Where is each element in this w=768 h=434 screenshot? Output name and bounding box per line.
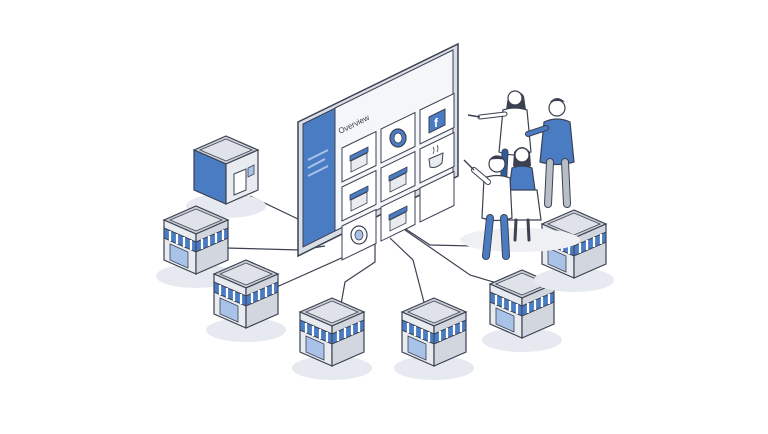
facebook-icon: f <box>419 92 455 145</box>
store-awning-icon <box>204 258 288 344</box>
dashboard-monitor: Overview f <box>297 42 459 261</box>
shop-icon <box>341 169 377 222</box>
globe-icon <box>380 111 416 164</box>
person-standing-icon <box>525 98 575 208</box>
coffee-cup-icon <box>419 131 455 184</box>
shop-box-icon <box>185 135 267 219</box>
person-pointing-icon <box>463 155 513 260</box>
store-awning-icon <box>532 208 616 294</box>
dashboard-tile-grid: f <box>341 92 455 261</box>
store-awning-icon <box>290 296 374 382</box>
people-group <box>460 90 580 260</box>
storefront-icon <box>341 130 377 183</box>
shop-icon <box>380 189 416 242</box>
svg-text:f: f <box>434 116 439 130</box>
store-awning-icon <box>392 296 476 382</box>
empty-tile <box>419 170 455 223</box>
person-standing-icon <box>504 147 542 242</box>
ring-icon <box>341 208 377 261</box>
awning-store-icon <box>380 150 416 203</box>
